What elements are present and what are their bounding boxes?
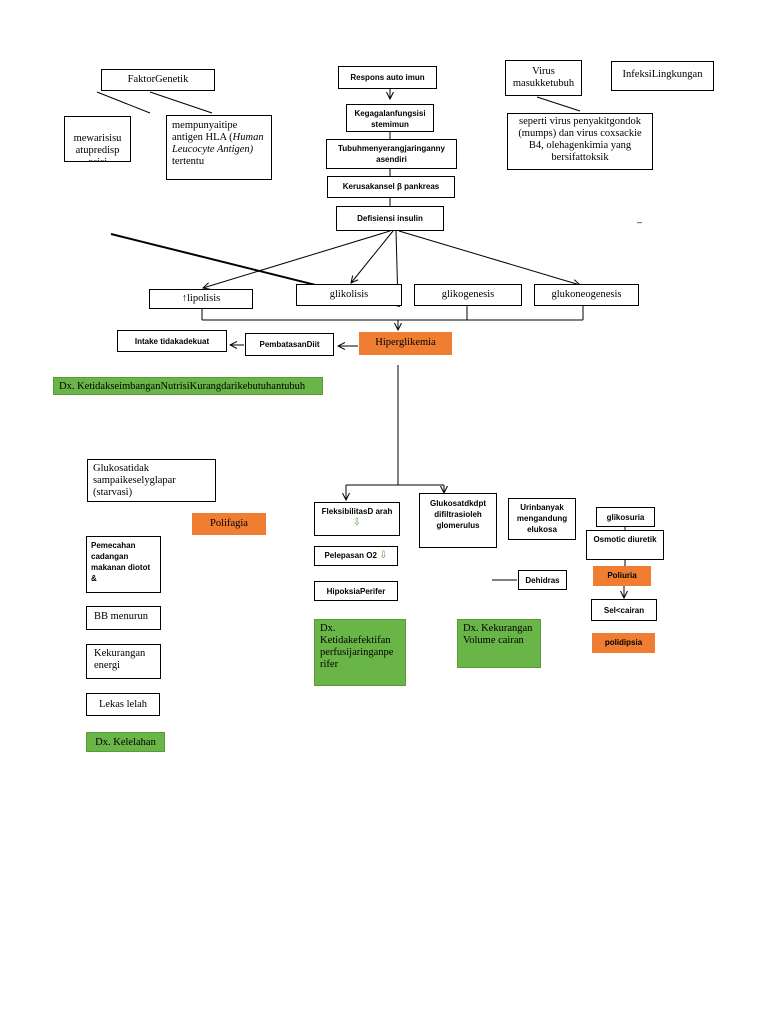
intake-label: Intake tidakadekuat [134, 337, 210, 346]
poliuria-box: Poliuria [593, 566, 651, 586]
bb-label: BB menurun [94, 611, 148, 622]
fleksibilitas-label: FleksibilitasD arah [321, 507, 393, 516]
kegagalan-box: Kegagalanfungsisi stemimun [346, 104, 434, 132]
tubuh-box: Tubuhmenyerangjaringanny asendiri [326, 139, 457, 169]
glikolisis-label: glikolisis [329, 289, 369, 300]
polifagia-box: Polifagia [192, 513, 266, 535]
glukosa-tidak-sampai-label: Glukosatidak sampaikeselyglapar (starvas… [93, 463, 176, 498]
small-dash: – [637, 217, 643, 227]
bb-menurun-box: BB menurun [86, 606, 161, 630]
lipolisis-label: ↑lipolisis [181, 293, 221, 304]
lekas-lelah-box: Lekas lelah [86, 693, 160, 716]
down-arrow-icon: ⇩ [352, 517, 362, 528]
glukosa-filtrasi-box: Glukosatdkdpt difiltrasioleh glomerulus [419, 493, 497, 548]
glikogenesis-label: glikogenesis [441, 289, 495, 300]
kekurangan-energi-box: Kekurangan energi [86, 644, 161, 679]
defisiensi-to-glukoneogenesis-arrow [398, 230, 580, 285]
pelepasan-label: Pelepasan O2 [324, 551, 377, 560]
mewarisi-label: mewarisisu atupredisp osisi [73, 133, 122, 161]
fleksibilitas-darah-box: FleksibilitasD arah ⇩ [314, 502, 400, 536]
defisiensi-to-lipolisis-arrow [203, 230, 391, 288]
kekurangan-energi-label: Kekurangan energi [94, 648, 146, 671]
defisiensi-to-glikolisis-arrow [351, 230, 394, 283]
virus-label: Virus masukketubuh [512, 66, 575, 89]
pembatasan-label: PembatasanDiit [259, 340, 320, 349]
antigen-label-1: mempunyaitipe antigen HLA ( [172, 120, 238, 143]
dx-volume-label: Dx. Kekurangan Volume cairan [463, 623, 533, 646]
pembatasan-diit-box: PembatasanDiit [245, 333, 334, 356]
dx-nutrisi-box: Dx. KetidakseimbanganNutrisiKurangdarike… [53, 377, 323, 395]
dx-kelelahan-label: Dx. Kelelahan [95, 737, 156, 748]
sel-cairan-label: Sel<cairan [603, 606, 645, 615]
kegagalan-label: Kegagalanfungsisi stemimun [354, 109, 426, 129]
respons-label: Respons auto imun [350, 73, 425, 82]
polifagia-label: Polifagia [210, 518, 248, 529]
antigen-label-italic: Human Leucocyte Antigen) [172, 132, 264, 155]
respons-auto-imun-box: Respons auto imun [338, 66, 437, 89]
glikogenesis-box: glikogenesis [414, 284, 522, 306]
osmotic-label: Osmotic diuretik [593, 535, 657, 544]
kerusakan-box: Kerusakansel β pankreas [327, 176, 455, 198]
hipoksia-perifer-box: HipoksiaPerifer [314, 581, 398, 601]
tubuh-label: Tubuhmenyerangjaringanny asendiri [338, 144, 445, 164]
pemecahan-box: Pemecahan cadangan makanan diotot & [86, 536, 161, 593]
infeksi-label: InfeksiLingkungan [622, 69, 703, 80]
defisiensi-label: Defisiensi insulin [357, 214, 423, 223]
infeksi-lingkungan-box: InfeksiLingkungan [611, 61, 714, 91]
virus-box: Virus masukketubuh [505, 60, 582, 96]
kerusakan-label: Kerusakansel β pankreas [342, 182, 440, 191]
dx-perfusi-box: Dx. Ketidakefektifan perfusijaringanpe r… [314, 619, 406, 686]
dx-volume-cairan-box: Dx. Kekurangan Volume cairan [457, 619, 541, 668]
glikosuria-label: glikosuria [606, 513, 645, 522]
dx-perfusi-label: Dx. Ketidakefektifan perfusijaringanpe r… [320, 623, 394, 670]
dx-kelelahan-box: Dx. Kelelahan [86, 732, 165, 752]
genetik-to-mewarisi-line [96, 91, 151, 114]
intake-box: Intake tidakadekuat [117, 330, 227, 352]
seperti-virus-box: seperti virus penyakitgondok (mumps) dan… [507, 113, 653, 170]
pelepasan-o2-box: Pelepasan O2 ⇩ [314, 546, 398, 566]
poliuria-label: Poliuria [607, 571, 637, 580]
genetik-to-antigen-line [149, 91, 213, 114]
polidipsia-box: polidipsia [592, 633, 655, 653]
hipoksia-label: HipoksiaPerifer [326, 587, 386, 596]
faktor-genetik-label: FaktorGenetik [127, 74, 189, 85]
glukosa-tidak-sampai-box: Glukosatidak sampaikeselyglapar (starvas… [87, 459, 216, 502]
glukosa-filtrasi-label: Glukosatdkdpt difiltrasioleh glomerulus [429, 499, 486, 530]
dx-nutrisi-label: Dx. KetidakseimbanganNutrisiKurangdarike… [59, 381, 306, 392]
seperti-virus-label: seperti virus penyakitgondok (mumps) dan… [518, 116, 642, 163]
antigen-hla-box: mempunyaitipe antigen HLA (Human Leucocy… [166, 115, 272, 180]
glukoneogenesis-box: glukoneogenesis [534, 284, 639, 306]
dehidrasi-box: Dehidras [518, 570, 567, 590]
mewarisi-box: mewarisisu atupredisp osisi [64, 116, 131, 162]
polidipsia-label: polidipsia [604, 638, 643, 647]
hiperglikemia-label: Hiperglikemia [375, 337, 436, 348]
glikosuria-box: glikosuria [596, 507, 655, 527]
pemecahan-label: Pemecahan cadangan makanan diotot & [91, 541, 151, 583]
virus-link-line [536, 96, 581, 112]
faktor-genetik-box: FaktorGenetik [101, 69, 215, 91]
antigen-label-2: tertentu [172, 156, 205, 167]
urin-banyak-box: Urinbanyak mengandung elukosa [508, 498, 576, 540]
sel-cairan-box: Sel<cairan [591, 599, 657, 621]
hiperglikemia-box: Hiperglikemia [359, 332, 452, 355]
down-arrow-icon: ⇩ [379, 550, 388, 561]
defisiensi-box: Defisiensi insulin [336, 206, 444, 231]
lipolisis-box: ↑lipolisis [149, 289, 253, 309]
urin-label: Urinbanyak mengandung elukosa [516, 503, 568, 534]
glukoneogenesis-label: glukoneogenesis [551, 289, 622, 300]
glikolisis-box: glikolisis [296, 284, 402, 306]
lekas-label: Lekas lelah [98, 699, 148, 710]
osmotic-diuretik-box: Osmotic diuretik [586, 530, 664, 560]
dehidrasi-label: Dehidras [525, 576, 560, 585]
